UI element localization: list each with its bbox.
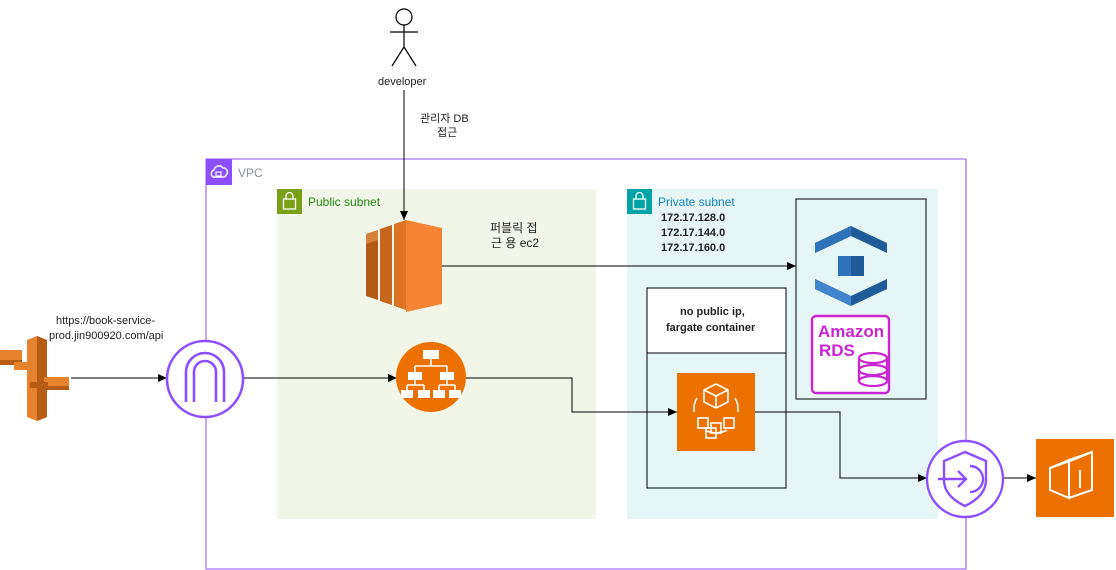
- fargate-to-endpoint-arrow: [755, 411, 927, 482]
- connectors: [71, 90, 1036, 482]
- ecr-icon[interactable]: [1036, 439, 1114, 517]
- fargate-label-box: [646, 287, 787, 354]
- admin-access-label-line1: 관리자 DB: [420, 110, 469, 126]
- database-stack-icon[interactable]: [815, 226, 887, 306]
- vpc-label: VPC: [238, 166, 263, 180]
- fargate-note-line1: no public ip,: [680, 306, 745, 318]
- admin-access-label-line2: 접근: [437, 124, 458, 140]
- ecs-fargate-icon[interactable]: [677, 373, 755, 451]
- lock-icon: [627, 189, 652, 214]
- rds-label-line2: RDS: [819, 341, 855, 360]
- api-gateway-icon[interactable]: [0, 336, 69, 421]
- private-subnet-label: Private subnet: [658, 195, 735, 209]
- developer-label: developer: [378, 76, 427, 88]
- rds-icon[interactable]: [810, 314, 891, 395]
- lock-icon: [277, 189, 302, 214]
- cidr-3: 172.17.160.0: [661, 242, 726, 254]
- alb-to-fargate-arrow: [466, 377, 677, 416]
- cidr-2: 172.17.144.0: [661, 227, 726, 239]
- internet-gateway-icon[interactable]: [165, 339, 245, 419]
- public-ec2-label-line1: 퍼블릭 접: [490, 221, 538, 235]
- vpc-cloud-icon: [206, 159, 232, 185]
- person-icon: [390, 8, 418, 67]
- api-url-line2: prod.jin900920.com/api: [49, 330, 164, 342]
- fargate-note-line2: fargate container: [666, 322, 756, 334]
- public-ec2-label-line2: 근 용 ec2: [491, 236, 540, 250]
- api-url-line1: https://book-service-: [56, 315, 156, 327]
- load-balancer-icon[interactable]: [396, 342, 466, 412]
- ec2-instance-icon[interactable]: [366, 220, 442, 312]
- rds-label-line1: Amazon: [818, 322, 885, 341]
- vpc-endpoint-icon[interactable]: [925, 439, 1005, 519]
- cidr-1: 172.17.128.0: [661, 212, 726, 224]
- public-subnet-label: Public subnet: [308, 195, 381, 209]
